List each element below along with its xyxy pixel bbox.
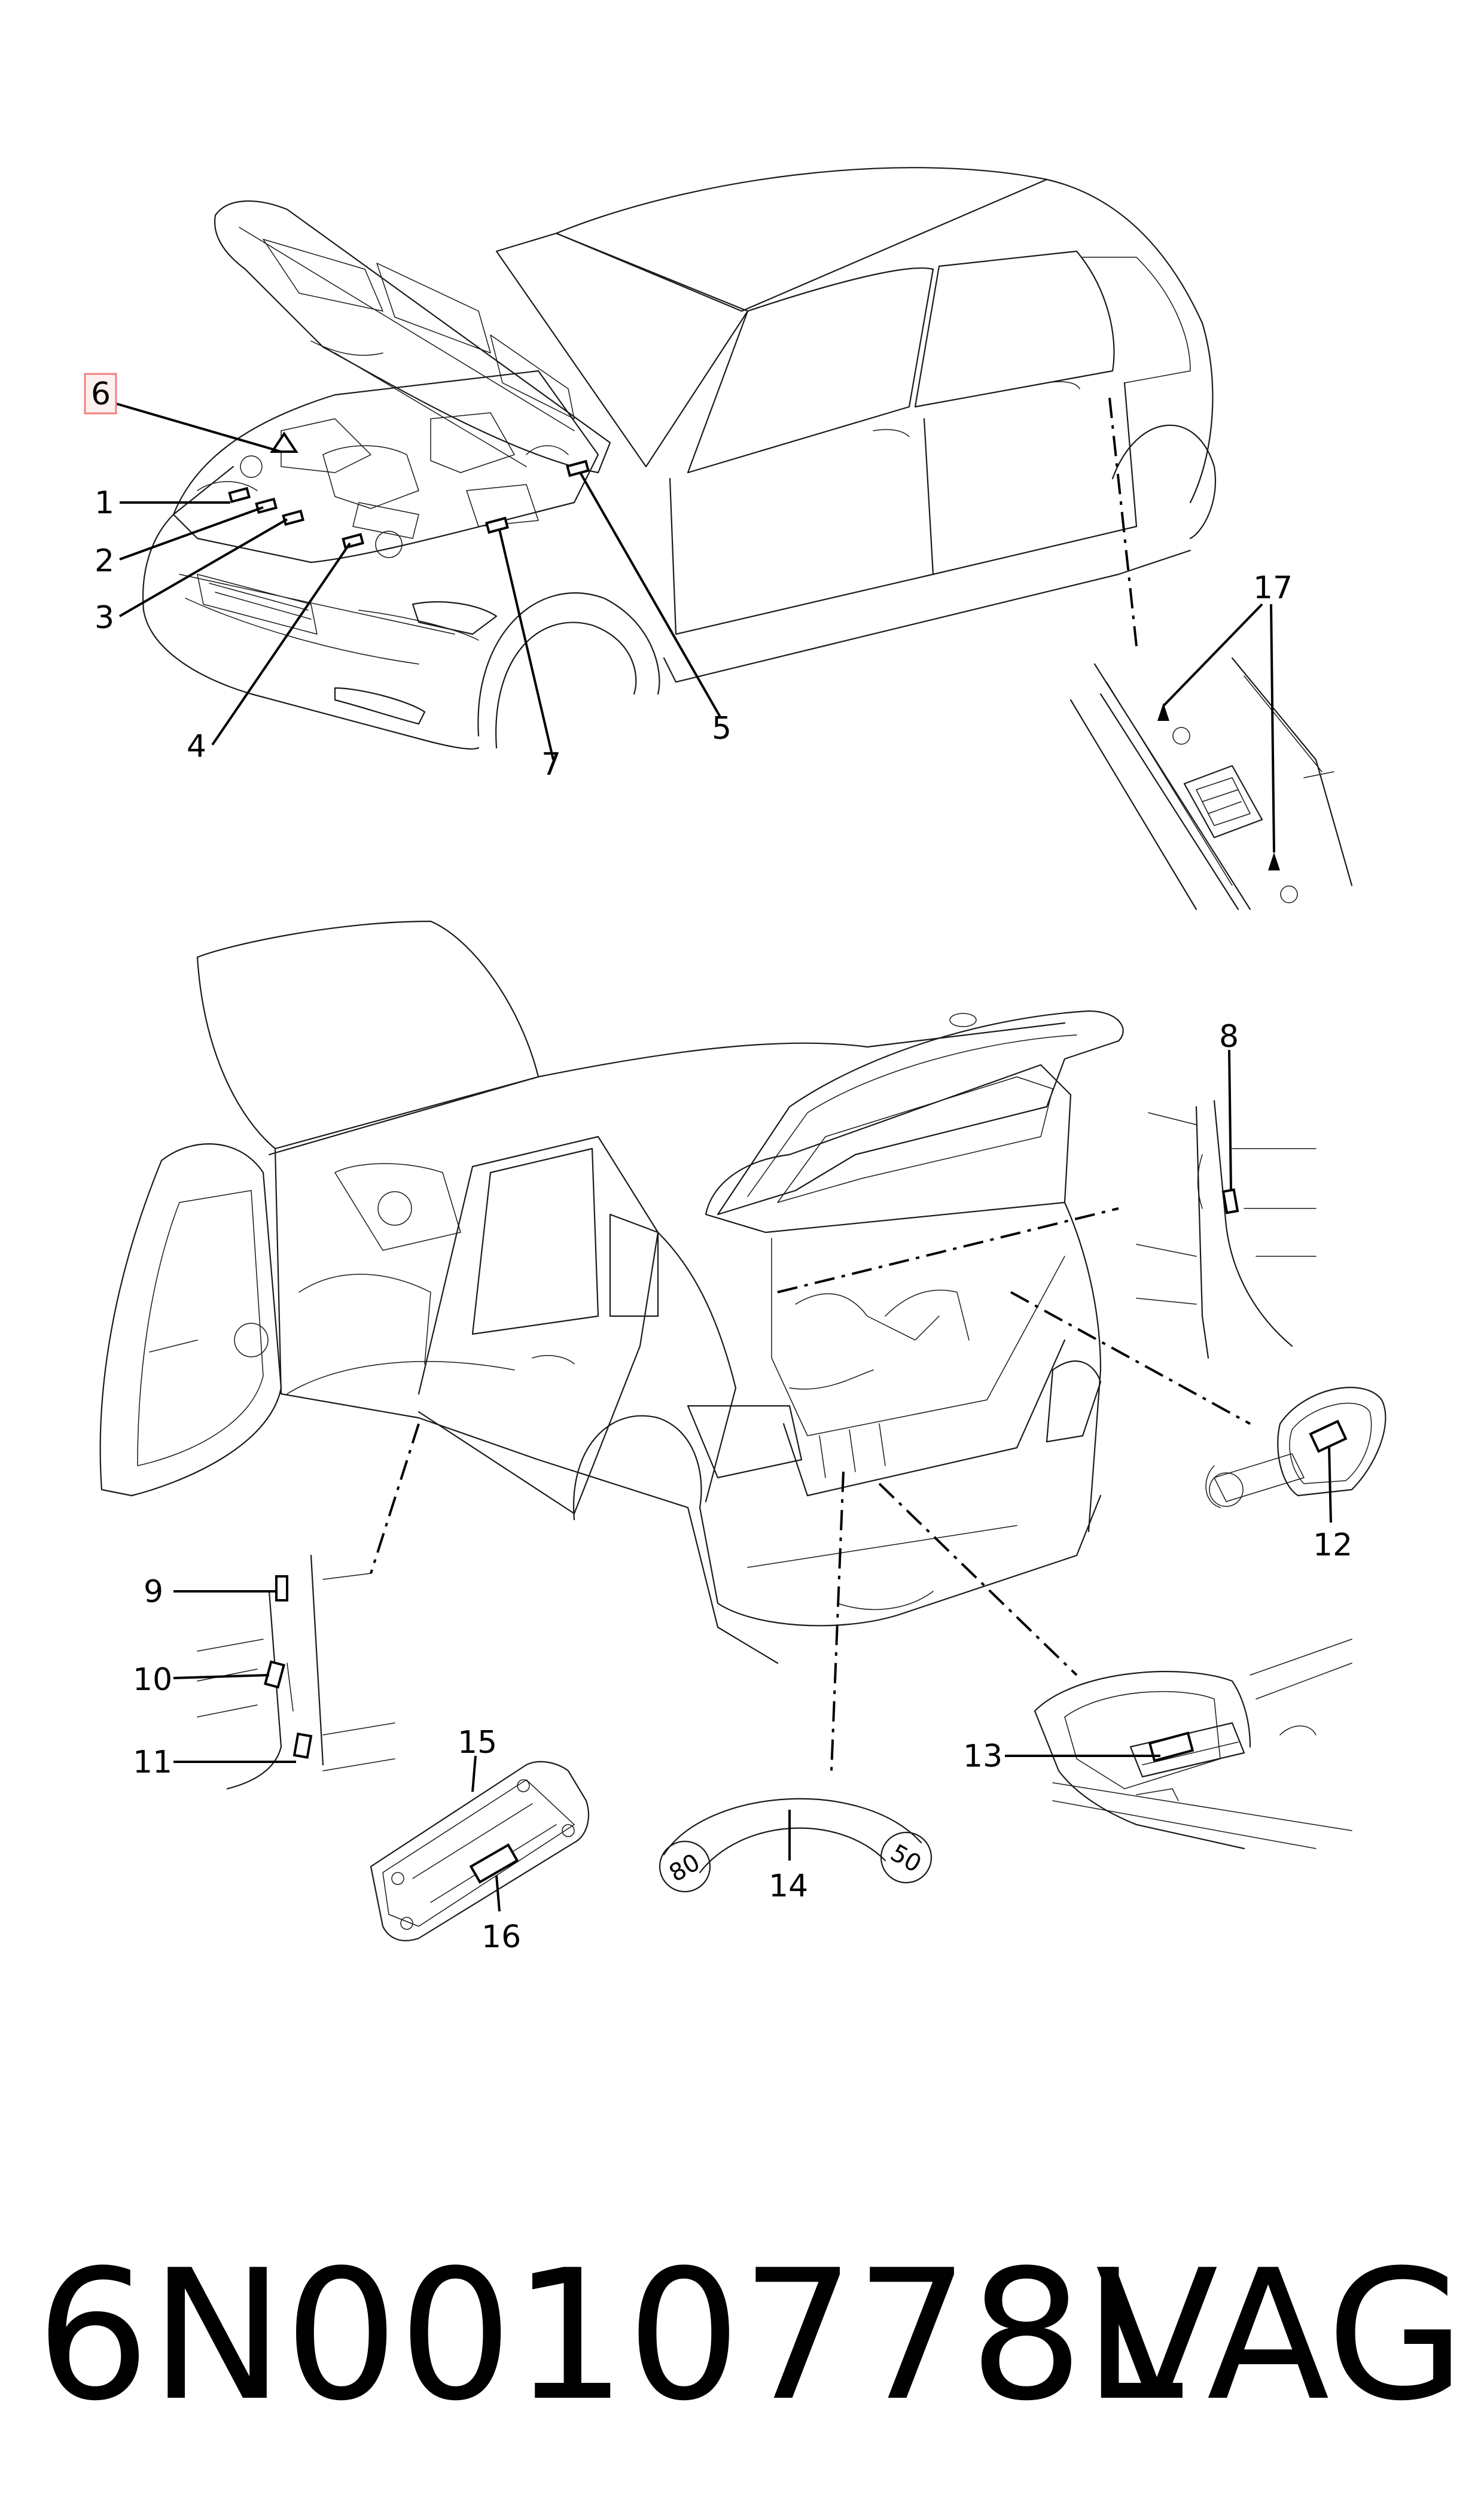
callout-14: 14 — [769, 1868, 808, 1904]
callout-17: 17 — [1253, 570, 1293, 606]
detail-fuel-flap: 12 — [1205, 1387, 1387, 1563]
label-marker-3 — [282, 509, 305, 526]
callout-4: 4 — [187, 729, 206, 765]
callout-6-highlight-box — [84, 373, 117, 415]
rear-car-drawing — [99, 920, 1124, 1664]
callout-3: 3 — [95, 600, 114, 636]
middle-dash-leaders — [370, 1207, 1251, 1771]
brand-name: VAG — [1095, 2231, 1465, 2440]
label-marker-10 — [264, 1660, 285, 1689]
top-callouts: 1 2 3 4 5 7 6 — [84, 373, 732, 783]
clip-icon-upper — [1157, 703, 1169, 721]
clip-icon-lower — [1268, 852, 1280, 870]
top-label-markers — [228, 431, 590, 550]
callout-6-highlighted: 6 — [84, 373, 117, 415]
callout-13: 13 — [963, 1738, 1002, 1774]
callout-5: 5 — [712, 711, 732, 747]
top-leader-lines — [116, 403, 722, 760]
label-marker-8 — [1221, 1188, 1239, 1214]
callout-15: 15 — [458, 1725, 497, 1761]
front-car-drawing — [142, 167, 1216, 750]
label-marker-5 — [566, 459, 590, 477]
label-marker-1 — [228, 486, 251, 504]
footer: 6N0010778L VAG — [36, 2237, 1465, 2435]
callout-6: 6 — [91, 376, 111, 412]
gauge-left-value: 80 — [665, 1849, 705, 1887]
label-marker-9 — [275, 1575, 288, 1601]
detail-gauge-sticker: 80 50 14 — [659, 1798, 933, 1904]
gauge-right-value: 50 — [886, 1839, 926, 1878]
label-marker-11 — [292, 1733, 313, 1759]
detail-a-pillar: 9 10 11 — [133, 1554, 395, 1790]
label-marker-6 — [270, 431, 298, 453]
callout-8: 8 — [1219, 1019, 1239, 1055]
callout-10: 10 — [133, 1662, 172, 1698]
detail-b-pillar: 8 — [1136, 1019, 1317, 1359]
detail-floor-panel: 15 16 — [370, 1725, 589, 1955]
callout-11: 11 — [133, 1744, 172, 1780]
label-marker-16 — [469, 1843, 519, 1884]
label-marker-2 — [255, 497, 278, 514]
callout-1: 1 — [95, 485, 114, 521]
callout-12: 12 — [1313, 1527, 1352, 1563]
callout-16: 16 — [482, 1919, 521, 1955]
detail-trunk-floor: 13 — [963, 1639, 1352, 1850]
label-marker-13 — [1148, 1731, 1194, 1762]
callout-2: 2 — [95, 543, 114, 579]
label-marker-7 — [485, 516, 509, 534]
detail-pillar-clips: 17 — [1069, 397, 1353, 911]
part-number: 6N0010778L — [36, 2231, 1184, 2440]
label-marker-12 — [1309, 1420, 1348, 1453]
callout-7: 7 — [541, 747, 561, 783]
callout-9: 9 — [144, 1574, 163, 1610]
label-marker-4 — [342, 532, 365, 550]
